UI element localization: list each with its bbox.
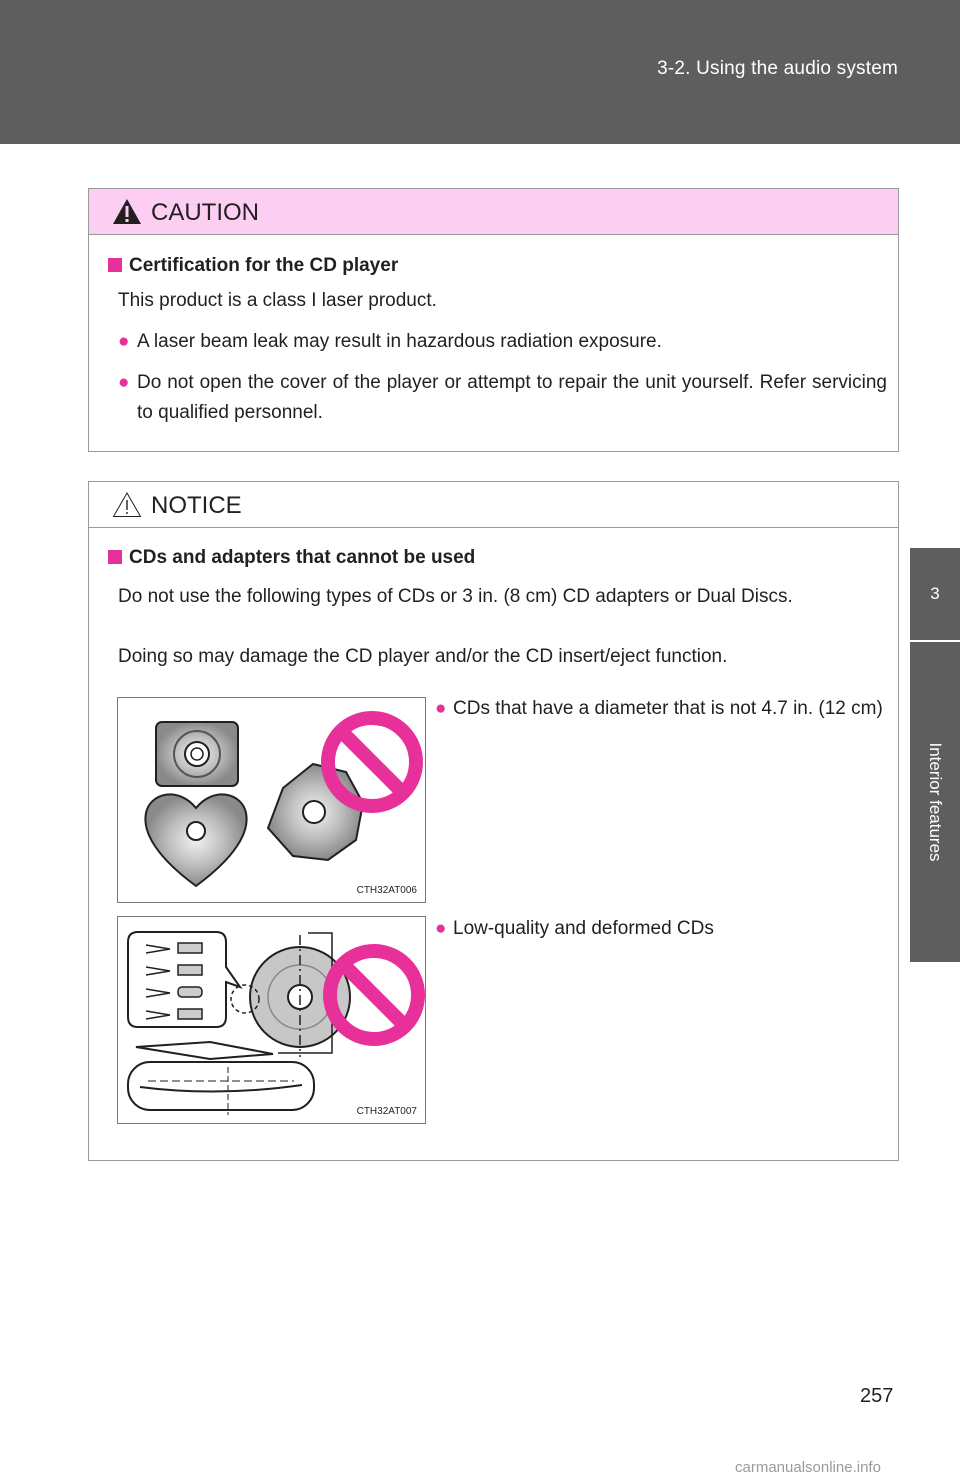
- caution-header: CAUTION: [89, 189, 898, 235]
- caution-heading: Certification for the CD player: [108, 255, 398, 277]
- notice-box: NOTICE CDs and adapters that cannot be u…: [88, 481, 899, 1161]
- bullet-icon: ●: [435, 918, 447, 939]
- bullet-icon: ●: [118, 372, 130, 393]
- square-bullet-icon: [108, 550, 122, 564]
- figure-deformed-cds: CTH32AT007: [117, 916, 426, 1124]
- warning-outline-icon: [112, 491, 142, 517]
- caution-bullet-2: Do not open the cover of the player or a…: [137, 372, 887, 423]
- section-title: 3-2. Using the audio system: [657, 58, 898, 79]
- notice-heading: CDs and adapters that cannot be used: [108, 547, 475, 569]
- caution-title: CAUTION: [151, 199, 259, 226]
- notice-header: NOTICE: [89, 482, 898, 528]
- chapter-number-tab: 3: [910, 548, 960, 640]
- caution-intro: This product is a class I laser product.: [118, 290, 437, 311]
- caution-box: CAUTION Certification for the CD player …: [88, 188, 899, 452]
- deformed-cd-illustration: [127, 931, 425, 1115]
- notice-body: Do not use the following types of CDs or…: [118, 586, 793, 607]
- notice-item-2: Low-quality and deformed CDs: [453, 918, 714, 939]
- figure-code: CTH32AT007: [356, 1106, 417, 1117]
- chapter-label-tab: Interior features: [910, 642, 960, 962]
- notice-item-1: CDs that have a diameter that is not 4.7…: [453, 698, 883, 719]
- figure-odd-shaped-cds: CTH32AT006: [117, 697, 426, 903]
- caution-heading-text: Certification for the CD player: [129, 255, 399, 276]
- odd-shaped-cd-illustration: [144, 711, 423, 888]
- page-number: 257: [860, 1385, 894, 1407]
- warning-filled-icon: [113, 199, 141, 224]
- chapter-label: Interior features: [926, 742, 945, 862]
- header-band: 3-2. Using the audio system: [0, 0, 960, 144]
- figure-code: CTH32AT006: [356, 885, 417, 896]
- bullet-icon: ●: [118, 331, 130, 352]
- watermark: carmanualsonline.info: [735, 1459, 881, 1476]
- caution-bullet-1: A laser beam leak may result in hazardou…: [137, 331, 662, 352]
- notice-body-2: Doing so may damage the CD player and/or…: [118, 646, 728, 667]
- notice-heading-text: CDs and adapters that cannot be used: [129, 547, 476, 568]
- bullet-icon: ●: [435, 698, 447, 719]
- notice-title: NOTICE: [151, 492, 242, 519]
- square-bullet-icon: [108, 258, 122, 272]
